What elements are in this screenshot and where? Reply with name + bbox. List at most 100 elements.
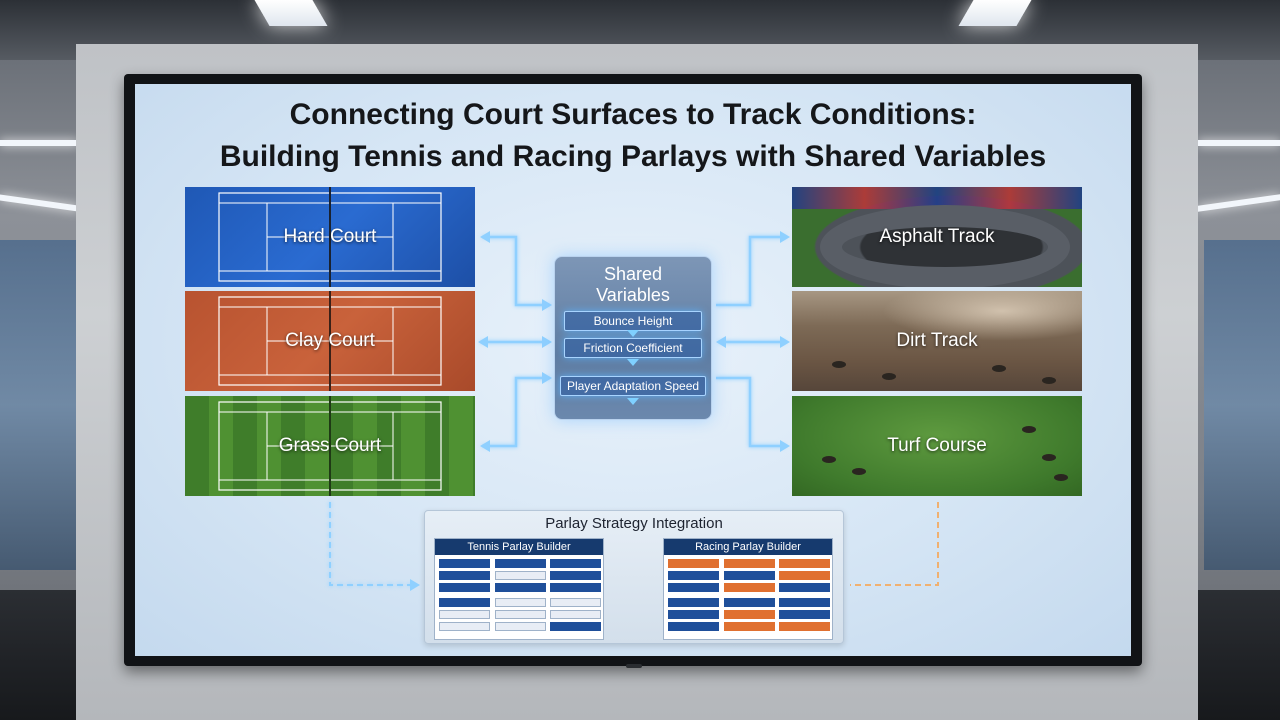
table-row: [668, 622, 830, 631]
table-cell: [550, 622, 601, 631]
table-row: [439, 622, 601, 631]
table-cell: [550, 571, 601, 580]
table-cell: [439, 598, 490, 607]
table-cell: [723, 559, 775, 568]
hoof-print: [852, 468, 866, 475]
asphalt-track-tile: Asphalt Track: [792, 187, 1082, 287]
table-row: [668, 559, 830, 568]
table-row: [439, 598, 601, 607]
table-cell: [439, 583, 490, 592]
shared-variables-title: Shared Variables: [554, 264, 712, 306]
table-cell: [779, 598, 830, 607]
table-cell: [668, 622, 719, 631]
table-row: [439, 610, 601, 619]
hoof-print: [1054, 474, 1068, 481]
table-cell: [668, 610, 719, 619]
table-row: [668, 583, 830, 592]
table-cell: [668, 571, 719, 580]
table-cell: [779, 583, 830, 592]
table-cell: [668, 598, 719, 607]
hoof-print: [1042, 454, 1056, 461]
tennis-parlay-builder: Tennis Parlay Builder: [434, 538, 604, 640]
tennis-court-lines: [218, 396, 442, 496]
chair-left: [0, 590, 76, 720]
down-arrow-icon: [627, 398, 639, 405]
asphalt-track-label: Asphalt Track: [879, 226, 995, 247]
monitor-led: [626, 664, 642, 668]
table-cell: [439, 622, 490, 631]
clay-court-label: Clay Court: [285, 330, 375, 351]
table-row: [668, 610, 830, 619]
table-cell: [779, 610, 830, 619]
variable-friction-coefficient: Friction Coefficient: [564, 338, 702, 358]
table-cell: [439, 571, 490, 580]
table-row: [668, 598, 830, 607]
window-left: [0, 240, 76, 570]
hard-court-tile: Hard Court: [185, 187, 475, 287]
table-cell: [550, 583, 601, 592]
table-row: [439, 559, 601, 568]
table-cell: [494, 583, 546, 592]
down-arrow-icon: [627, 330, 639, 337]
table-row: [439, 571, 601, 580]
tennis-court-lines: [218, 291, 442, 391]
table-cell: [550, 559, 601, 568]
shared-variables-title-line-1: Shared: [603, 264, 663, 284]
variable-bounce-height: Bounce Height: [564, 311, 702, 331]
table-cell: [494, 610, 546, 619]
table-cell: [494, 559, 546, 568]
window-right: [1204, 240, 1280, 570]
table-cell: [494, 598, 546, 607]
hoof-print: [832, 361, 846, 368]
grass-court-label: Grass Court: [278, 435, 382, 456]
table-cell: [779, 571, 830, 580]
dirt-track-tile: Dirt Track: [792, 291, 1082, 391]
clay-court-tile: Clay Court: [185, 291, 475, 391]
side-light: [0, 140, 78, 146]
hoof-print: [1042, 377, 1056, 384]
table-cell: [439, 610, 490, 619]
table-cell: [494, 622, 546, 631]
table-cell: [550, 610, 601, 619]
turf-course-tile: Turf Course: [792, 396, 1082, 496]
side-light: [1198, 194, 1280, 212]
table-cell: [779, 622, 830, 631]
turf-course-label: Turf Course: [887, 435, 987, 456]
dirt-track-label: Dirt Track: [896, 330, 978, 351]
table-cell: [723, 610, 775, 619]
racing-parlay-builder: Racing Parlay Builder: [663, 538, 833, 640]
table-cell: [723, 598, 775, 607]
tennis-parlay-grid: [439, 559, 601, 634]
hard-court-label: Hard Court: [283, 226, 377, 247]
side-light: [0, 194, 78, 212]
stadium-stands: [792, 187, 1082, 209]
table-cell: [723, 622, 775, 631]
diagram-title-line-1: Connecting Court Surfaces to Track Condi…: [289, 98, 977, 131]
hoof-print: [882, 373, 896, 380]
hoof-print: [992, 365, 1006, 372]
parlay-strategy-integration-title: Parlay Strategy Integration: [545, 515, 723, 532]
table-cell: [494, 571, 546, 580]
track-oval: [820, 205, 1070, 287]
table-cell: [439, 559, 490, 568]
variable-player-adaptation-speed: Player Adaptation Speed: [560, 376, 706, 396]
down-arrow-icon: [627, 359, 639, 366]
diagram-title-line-2: Building Tennis and Racing Parlays with …: [219, 140, 1047, 173]
tennis-parlay-builder-title: Tennis Parlay Builder: [435, 539, 603, 555]
table-row: [668, 571, 830, 580]
table-cell: [723, 571, 775, 580]
table-cell: [668, 559, 719, 568]
grass-court-tile: Grass Court: [185, 396, 475, 496]
racing-parlay-builder-title: Racing Parlay Builder: [664, 539, 832, 555]
hoof-print: [822, 456, 836, 463]
table-row: [439, 583, 601, 592]
table-cell: [723, 583, 775, 592]
table-cell: [779, 559, 830, 568]
chair-right: [1198, 590, 1280, 720]
tennis-court-lines: [218, 187, 442, 287]
diagram-title: Connecting Court Surfaces to Track Condi…: [135, 94, 1131, 178]
table-cell: [668, 583, 719, 592]
racing-parlay-grid: [668, 559, 830, 634]
dust-cloud: [882, 291, 1082, 341]
hoof-print: [1022, 426, 1036, 433]
